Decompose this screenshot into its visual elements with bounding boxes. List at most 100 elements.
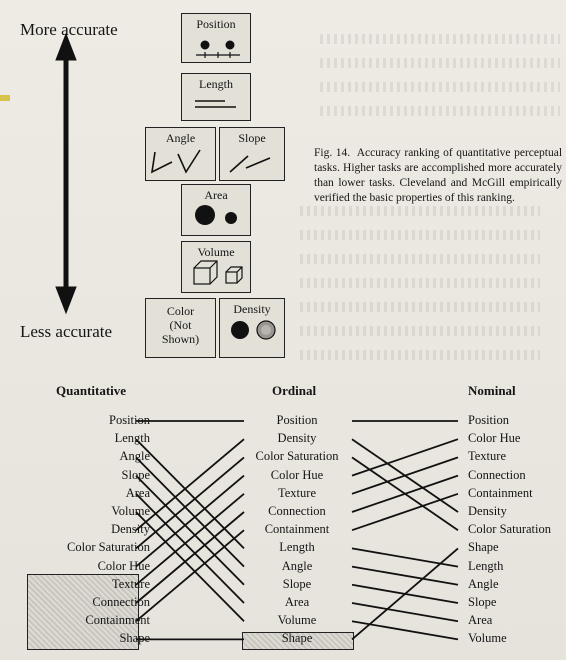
figure-caption: Fig. 14. Accuracy ranking of quantitativ… <box>314 146 562 206</box>
ordinal-item: Containment <box>264 522 330 537</box>
nominal-item: Color Saturation <box>468 522 551 537</box>
ordinal-item: Area <box>284 595 310 609</box>
color-label: Color (Not Shown) <box>161 304 200 346</box>
caption-text: Accuracy ranking of quantitative percept… <box>314 147 563 204</box>
ordinal-nominal-link <box>351 438 459 477</box>
nominal-item: Texture <box>468 449 506 464</box>
slope-glyph <box>229 155 271 173</box>
ordinal-item: Color Saturation <box>255 449 339 464</box>
ordinal-nominal-link <box>351 620 459 641</box>
header-nominal: Nominal <box>468 383 516 398</box>
quantitative-item: Density <box>111 522 150 537</box>
position-label: Position <box>196 17 236 31</box>
ordinal-item: Density <box>277 431 317 446</box>
bleed-through-text <box>300 230 540 240</box>
bleed-through-text <box>300 254 540 264</box>
angle-glyph <box>150 149 201 174</box>
position-glyph <box>196 40 240 58</box>
length-box: Length <box>181 73 251 121</box>
nominal-item: Color Hue <box>468 431 521 446</box>
nominal-item: Length <box>468 558 504 573</box>
bleed-through-text <box>320 106 560 116</box>
quantitative-item: Length <box>114 431 150 446</box>
quantitative-item: Position <box>109 413 150 427</box>
caption-label: Fig. 14. <box>314 147 351 159</box>
slope-label: Slope <box>238 131 266 145</box>
header-ordinal: Ordinal <box>272 383 317 398</box>
volume-label: Volume <box>197 245 235 259</box>
nominal-item: Containment <box>468 485 533 500</box>
density-label: Density <box>233 302 271 316</box>
ordinal-nominal-link <box>351 474 459 513</box>
bleed-through-text <box>320 34 560 44</box>
quant-ordinal-link <box>135 474 245 586</box>
quant-ordinal-link <box>135 493 245 586</box>
quantitative-item: Texture <box>112 576 150 591</box>
ranking-lines <box>135 420 459 641</box>
ordinal-item: Volume <box>277 613 317 628</box>
nominal-item: Density <box>468 504 507 518</box>
quantitative-item: Volume <box>111 504 150 518</box>
ordinal-item: Shape <box>281 631 313 646</box>
ordinal-item: Texture <box>278 485 316 500</box>
bleed-through-text <box>300 278 540 288</box>
bleed-through-text <box>300 302 540 312</box>
quantitative-item: Shape <box>119 631 150 646</box>
margin-mark <box>0 95 10 101</box>
nominal-item: Angle <box>468 576 499 591</box>
quant-ordinal-link <box>135 438 245 550</box>
bleed-through-text <box>300 350 540 360</box>
length-glyph <box>195 100 236 108</box>
quantitative-item: Connection <box>92 595 150 609</box>
bleed-through-text <box>320 58 560 68</box>
quant-ordinal-link <box>135 438 245 531</box>
more-accurate-label: More accurate <box>20 20 118 39</box>
nominal-item: Volume <box>468 631 507 646</box>
ordinal-item: Angle <box>281 558 313 573</box>
quant-ordinal-link <box>135 529 245 622</box>
nominal-item: Slope <box>468 595 497 609</box>
angle-box: Angle <box>145 127 216 181</box>
density-glyph <box>231 320 276 340</box>
ordinal-item: Color Hue <box>270 467 324 482</box>
nominal-item: Position <box>468 413 509 427</box>
bleed-through-text <box>300 206 540 216</box>
color-box: Color (Not Shown) <box>145 298 216 358</box>
shaded-group-ordinal <box>242 632 354 650</box>
area-glyph <box>195 205 237 225</box>
quantitative-item: Containment <box>85 613 150 628</box>
quantitative-item: Slope <box>121 467 150 482</box>
slope-box: Slope <box>219 127 285 181</box>
ordinal-item: Slope <box>282 576 312 591</box>
ordinal-item: Connection <box>268 504 326 518</box>
ordinal-nominal-link <box>351 602 459 623</box>
ordinal-nominal-link <box>351 456 459 495</box>
angle-label: Angle <box>165 131 196 145</box>
quant-ordinal-link <box>135 493 245 604</box>
shaded-group-quantitative <box>27 574 139 650</box>
quant-ordinal-link <box>135 456 245 568</box>
quant-ordinal-link <box>135 456 245 550</box>
less-accurate-label: Less accurate <box>20 322 113 341</box>
area-label: Area <box>204 188 228 202</box>
quantitative-item: Angle <box>119 449 150 464</box>
quantitative-item: Color Saturation <box>67 540 150 555</box>
quantitative-item: Area <box>125 485 150 500</box>
ordinal-nominal-link <box>351 565 459 586</box>
bleed-through-text <box>300 326 540 336</box>
ordinal-item: Position <box>276 413 318 427</box>
header-quantitative: Quantitative <box>56 383 127 398</box>
quantitative-item: Color Hue <box>97 558 150 573</box>
volume-glyph <box>193 260 243 285</box>
quant-ordinal-link <box>135 511 245 604</box>
nominal-item: Area <box>468 613 493 628</box>
nominal-item: Connection <box>468 467 526 482</box>
ordinal-nominal-link <box>351 547 459 568</box>
accuracy-arrow <box>55 32 77 315</box>
area-box: Area <box>181 184 251 236</box>
ordinal-nominal-link <box>351 547 459 641</box>
quant-ordinal-link <box>135 474 245 568</box>
ordinal-item: Length <box>279 540 315 555</box>
